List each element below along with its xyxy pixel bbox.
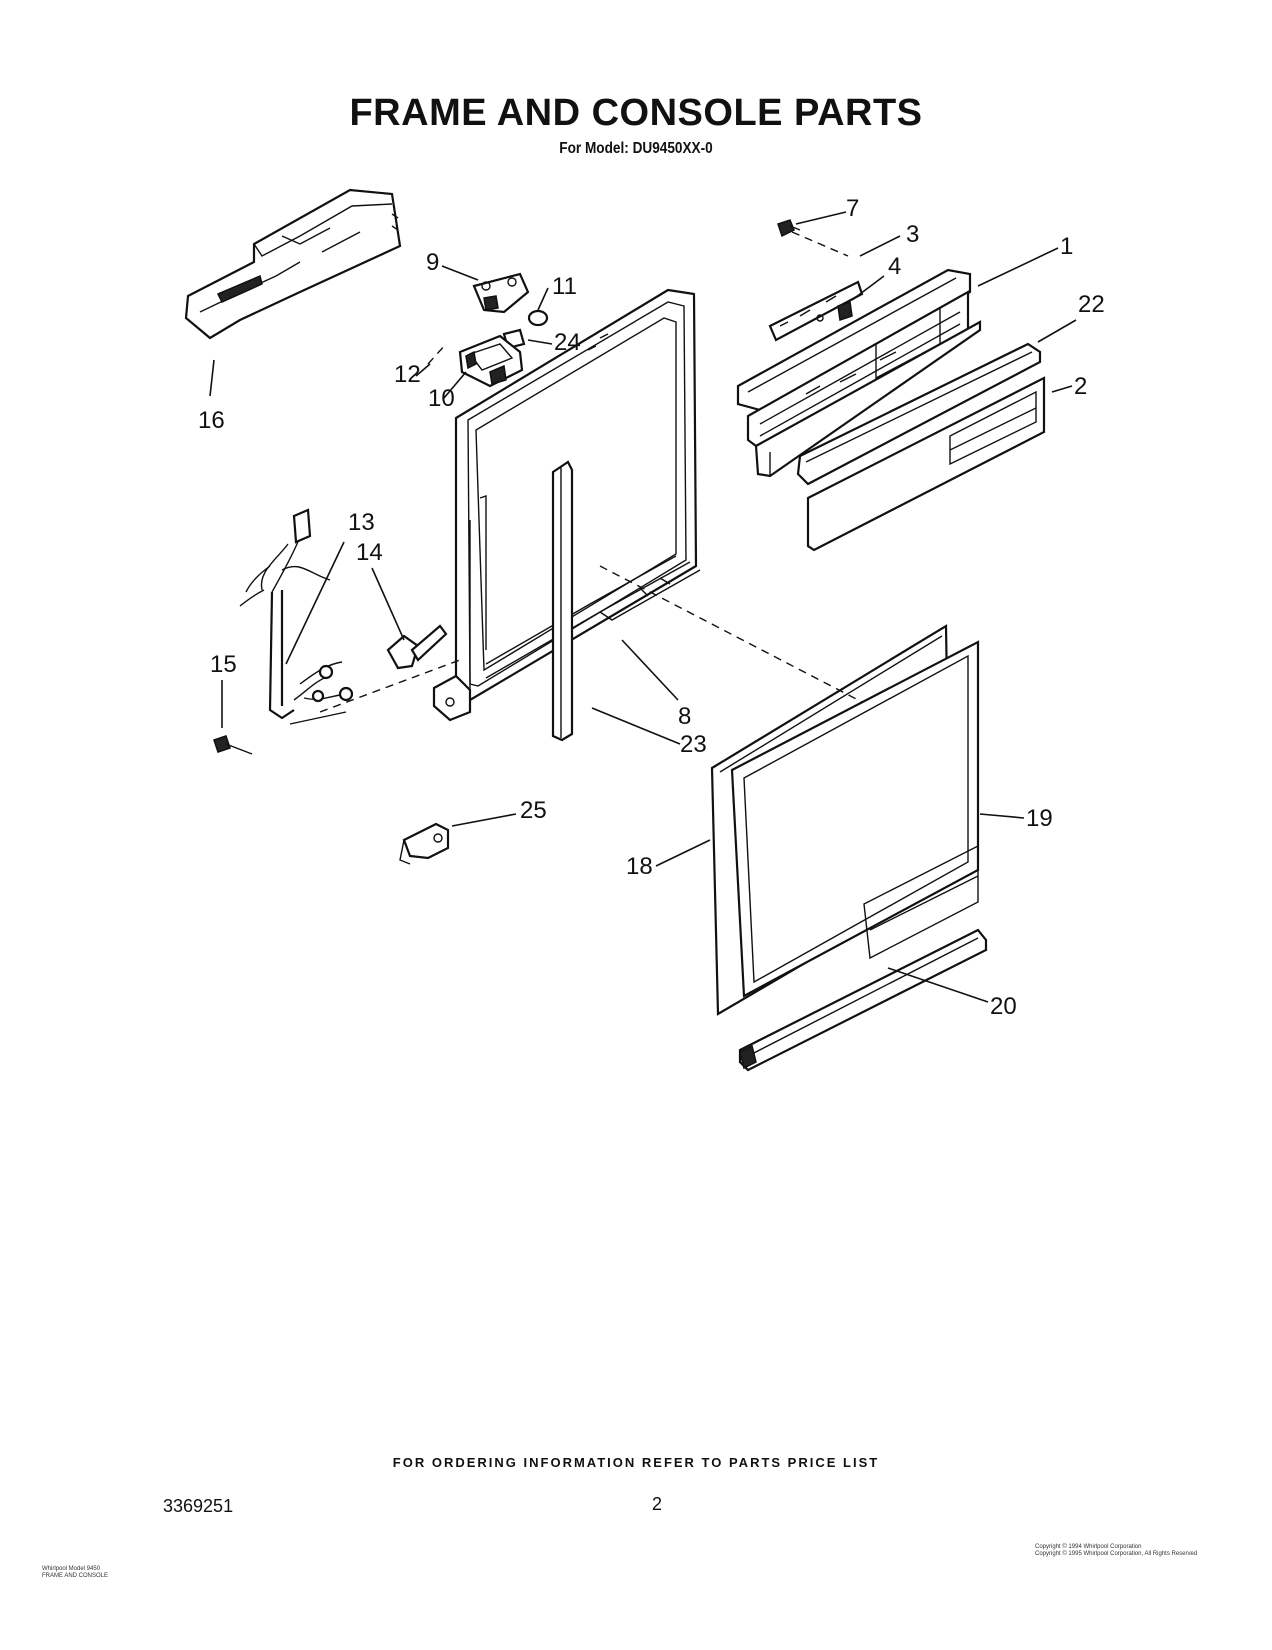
- callout-15: 15: [210, 651, 237, 678]
- callout-4: 4: [888, 253, 901, 280]
- footer-right-line-2: Copyright © 1995 Whirlpool Corporation, …: [1035, 1551, 1198, 1557]
- part-25-bracket: [399, 822, 450, 865]
- page-title: FRAME AND CONSOLE PARTS: [349, 92, 923, 134]
- callout-12: 12: [394, 361, 421, 388]
- frame-to-door-guide-line: [599, 565, 863, 703]
- callout-7: 7: [846, 195, 859, 222]
- model-subtitle: For Model: DU9450XX-0: [559, 140, 713, 157]
- footer-left-line-2: FRAME AND CONSOLE: [42, 1573, 109, 1579]
- callout-23: 23: [680, 731, 707, 758]
- callout-9: 9: [426, 249, 439, 276]
- part-8-door-frame: [432, 288, 701, 722]
- callout-3: 3: [906, 221, 919, 248]
- callout-1: 1: [1060, 233, 1073, 260]
- part-9-10-11-24-switch-assembly: [427, 272, 549, 388]
- part-23-vertical-strip: [551, 460, 574, 742]
- footer-right-line-1: Copyright © 1994 Whirlpool Corporation: [1035, 1544, 1142, 1550]
- callout-22: 22: [1078, 291, 1105, 318]
- footer-left-line-1: Whirlpool Model 9450: [42, 1566, 101, 1572]
- callout-leaders: [209, 211, 1077, 1003]
- document-number: 3369251: [163, 1496, 234, 1516]
- callout-25: 25: [520, 797, 547, 824]
- callout-11: 11: [552, 273, 577, 300]
- footer-right-small-text: Copyright © 1994 Whirlpool Corporation C…: [1035, 1544, 1197, 1558]
- callout-2: 2: [1074, 373, 1087, 400]
- part-15-screw: [213, 735, 253, 755]
- callout-13: 13: [348, 509, 375, 536]
- callout-10: 10: [428, 385, 455, 412]
- callout-20: 20: [990, 993, 1017, 1020]
- callout-8: 8: [678, 703, 691, 730]
- part-1-console-panel: [736, 268, 982, 478]
- ordering-info-note: FOR ORDERING INFORMATION REFER TO PARTS …: [392, 1455, 880, 1470]
- part-2-control-overlay: [806, 376, 1046, 552]
- callout-24: 24: [554, 329, 581, 356]
- callout-19: 19: [1026, 805, 1053, 832]
- page-number: 2: [652, 1494, 663, 1514]
- callout-16: 16: [198, 407, 225, 434]
- part-3-4-control-board: [768, 231, 864, 342]
- part-22-console-trim: [796, 342, 1042, 486]
- part-13-wiring-harness: [239, 508, 461, 725]
- part-16-console-housing: [184, 188, 402, 340]
- callout-14: 14: [356, 539, 383, 566]
- part-7-screw: [777, 219, 801, 238]
- callout-18: 18: [626, 853, 653, 880]
- part-14-knob: [386, 624, 448, 670]
- part-20-bottom-trim: [738, 844, 988, 1072]
- footer-left-small-text: Whirlpool Model 9450 FRAME AND CONSOLE: [42, 1566, 108, 1580]
